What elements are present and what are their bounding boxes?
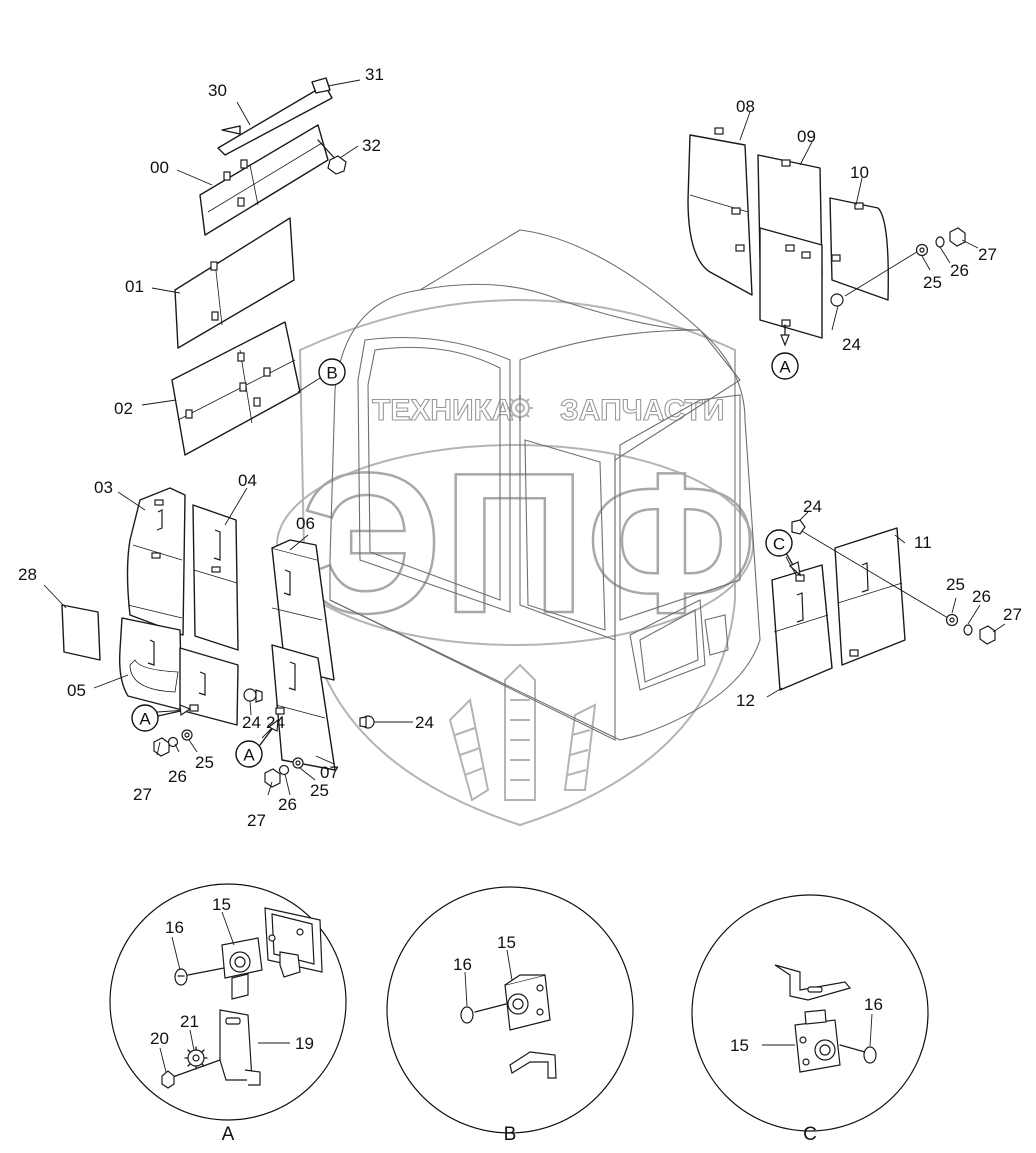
label-11: 11 (914, 533, 932, 552)
panel-08 (687, 134, 753, 296)
label-26-lower: 26 (278, 795, 297, 814)
label-27-right: 27 (1003, 605, 1022, 624)
label-24-right: 24 (803, 497, 822, 516)
left-panel-group (61, 487, 336, 771)
label-00: 00 (150, 158, 169, 177)
label-25-left: 25 (195, 753, 214, 772)
label-03: 03 (94, 478, 113, 497)
hardware-24-right (791, 519, 949, 619)
label-07: 07 (320, 763, 339, 782)
label-08: 08 (736, 97, 755, 116)
detail-a: A 16 15 20 21 19 (109, 883, 347, 1145)
roof-panel-group (171, 77, 347, 456)
label-28: 28 (18, 565, 37, 584)
label-10: 10 (850, 163, 869, 182)
label-25-lower: 25 (310, 781, 329, 800)
detail-b: B 16 15 (386, 886, 634, 1145)
watermark: ЭПФ ТЕХНИКА ЗАПЧАСТИ (276, 299, 758, 827)
svg-text:A: A (779, 358, 791, 377)
watermark-wheat-icon (448, 663, 597, 802)
watermark-text-right: ЗАПЧАСТИ (560, 394, 724, 427)
svg-text:B: B (326, 364, 337, 383)
label-01: 01 (125, 277, 144, 296)
watermark-shield-outline (298, 299, 736, 827)
callout-b: B (318, 358, 346, 386)
label-12: 12 (736, 691, 755, 710)
label-09: 09 (797, 127, 816, 146)
detail-a-label-19: 19 (295, 1034, 314, 1053)
label-25-right: 25 (946, 575, 965, 594)
panel-01 (174, 217, 295, 349)
panel-04 (192, 504, 239, 651)
label-27-left: 27 (133, 785, 152, 804)
panel-10 (829, 197, 889, 301)
label-24-center: 24 (415, 713, 434, 732)
label-26-left: 26 (168, 767, 187, 786)
detail-a-label-21: 21 (180, 1012, 199, 1031)
callout-a-left-1: A (131, 704, 192, 732)
label-30: 30 (208, 81, 227, 100)
panel-02 (171, 321, 301, 456)
label-02: 02 (114, 399, 133, 418)
label-26-top: 26 (950, 261, 969, 280)
label-06: 06 (296, 514, 315, 533)
detail-b-label-16: 16 (453, 955, 472, 974)
panel-12 (771, 564, 833, 691)
toothed-washer-21 (184, 1046, 208, 1070)
label-27-lower: 27 (247, 811, 266, 830)
label-26-right: 26 (972, 587, 991, 606)
bolt-32 (317, 139, 347, 175)
label-24-left: 24 (242, 713, 261, 732)
panel-30-31 (217, 84, 333, 156)
label-27-top: 27 (978, 245, 997, 264)
svg-text:A: A (243, 746, 255, 765)
detail-b-label-15: 15 (497, 933, 516, 952)
hardware-25-26-27-right (945, 613, 996, 645)
callout-c: C (765, 529, 801, 577)
callout-a-top-right: A (771, 324, 799, 380)
detail-a-label-15: 15 (212, 895, 231, 914)
svg-text:C: C (773, 535, 785, 554)
label-25-top: 25 (923, 273, 942, 292)
right-window-group (687, 127, 966, 339)
detail-c-label-15: 15 (730, 1036, 749, 1055)
panel-05b (179, 647, 239, 726)
hardware-24-25-26-27-top (830, 227, 966, 307)
detail-c: C 16 15 (691, 894, 929, 1145)
detail-a-label-20: 20 (150, 1029, 169, 1048)
callout-a-left-2: A (235, 718, 279, 768)
panel-00 (199, 124, 329, 236)
cab-outline (329, 229, 761, 741)
callout-bubbles: B A C A A (131, 324, 801, 768)
label-31: 31 (365, 65, 384, 84)
label-05: 05 (67, 681, 86, 700)
part-labels: 30 31 32 00 01 02 03 04 28 05 06 07 08 0… (18, 65, 1022, 830)
watermark-logo-letters: ЭПФ (300, 432, 757, 655)
panel-03 (126, 487, 186, 636)
svg-text:A: A (139, 710, 151, 729)
right-panel-group (771, 519, 996, 691)
detail-b-caption: B (504, 1124, 517, 1145)
watermark-text-left: ТЕХНИКА (372, 394, 514, 427)
label-04: 04 (238, 471, 257, 490)
label-24-top: 24 (842, 335, 861, 354)
panel-28 (61, 604, 101, 661)
detail-c-label-16: 16 (864, 995, 883, 1014)
detail-c-caption: C (803, 1124, 817, 1145)
panel-11 (834, 527, 906, 666)
detail-a-label-16: 16 (165, 918, 184, 937)
label-32: 32 (362, 136, 381, 155)
detail-a-caption: A (222, 1124, 235, 1145)
